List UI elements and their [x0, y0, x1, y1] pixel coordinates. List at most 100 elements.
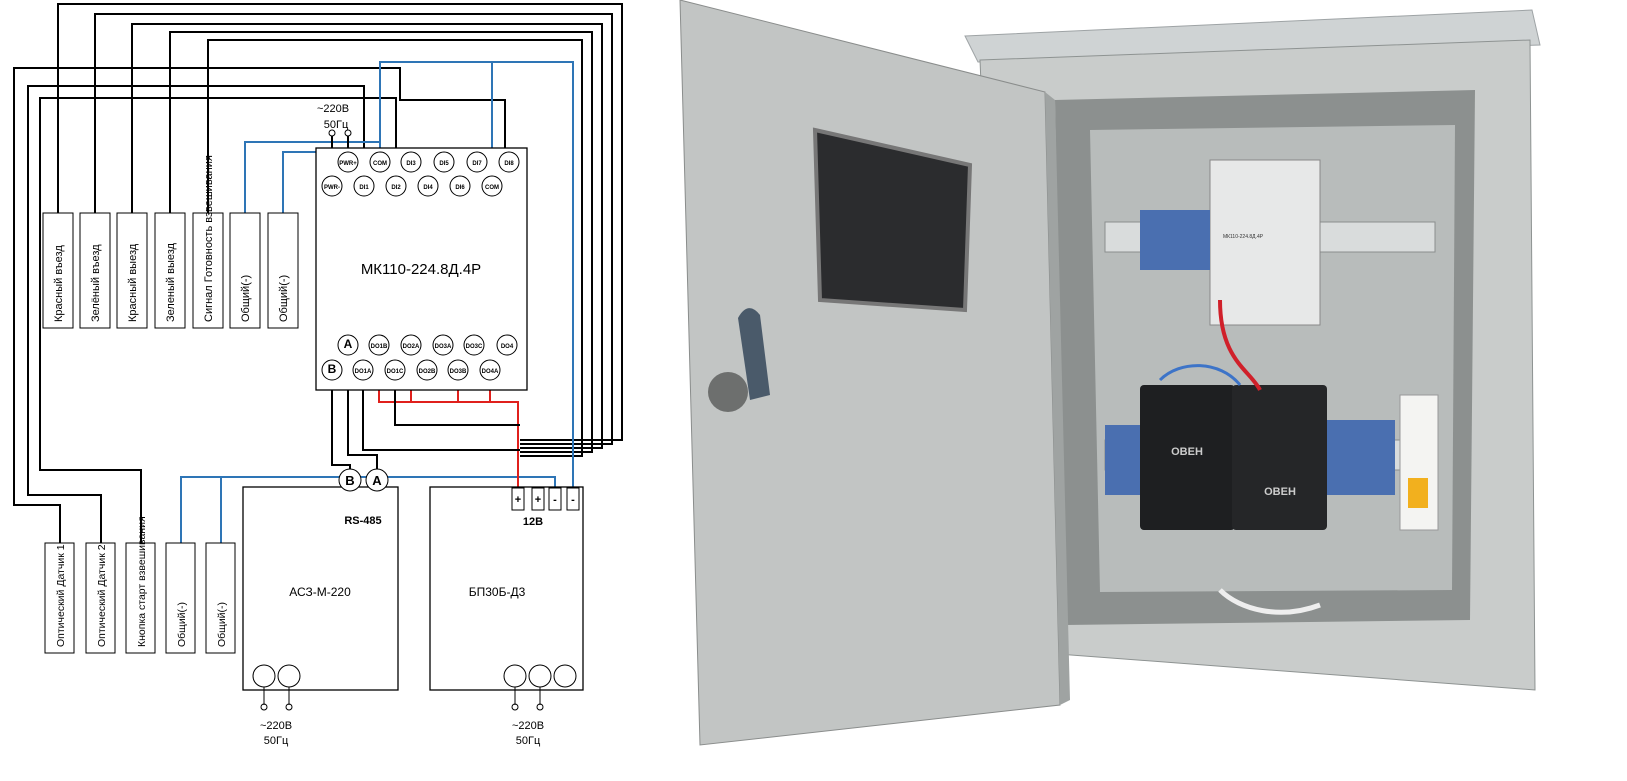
psu-terminals: ++--: [511, 487, 580, 511]
module-do-upper-terminal: [337, 334, 359, 356]
signal-wire: [57, 3, 623, 441]
module-name: МК110-224.8Д.4Р: [361, 261, 481, 278]
breaker-toggle: [1408, 478, 1428, 508]
psu-power-terminal: [503, 664, 527, 688]
door-lock: [708, 372, 748, 412]
signal-box-label: Оптический Датчик 2: [96, 544, 108, 647]
psu-power-terminal: [553, 664, 577, 688]
signal-box-label: Общий(-): [216, 602, 228, 647]
signal-box: [44, 542, 75, 654]
module-do-upper-terminal: [496, 334, 518, 356]
module-top-terminal: [433, 151, 455, 173]
psu-terminal-label: +: [535, 494, 541, 506]
module-do-upper-terminal-label: DO3C: [466, 344, 483, 350]
module-bottom-terminal: [481, 175, 503, 197]
rs485-wire: [331, 380, 351, 469]
sensor-wire: [13, 67, 506, 543]
converter-terminal-b: [338, 468, 362, 492]
signal-box: [42, 212, 74, 329]
converter-box: [242, 486, 399, 691]
signal-box: [79, 212, 111, 329]
signal-box: [85, 542, 116, 654]
converter-power-terminal: [277, 664, 301, 688]
module-do-lower-terminal-label: B: [328, 362, 337, 376]
do-wire: [394, 380, 520, 426]
signal-box-label: Зелёный въезд: [90, 244, 102, 322]
signal-box-label: Сигнал Готовность взвешивания: [203, 155, 215, 322]
signal-box: [154, 212, 186, 329]
bottom-signal-boxes: Оптический Датчик 1 Оптический Датчик 2 Кн…: [44, 516, 236, 654]
converter-power-freq: 50Гц: [264, 735, 289, 747]
psu-box: [429, 486, 584, 691]
rs485-label: RS-485: [344, 515, 381, 527]
module-do-upper-terminal-label: DO3A: [435, 344, 452, 350]
module-do-upper-terminal: [400, 334, 422, 356]
module-do-upper-terminal-label: DO4: [501, 344, 514, 350]
power-screw: [328, 129, 336, 137]
power-screw: [344, 129, 352, 137]
converter-terminal-a-label: A: [372, 473, 382, 488]
module-bottom-terminal: [353, 175, 375, 197]
module-bottom-terminal: [385, 175, 407, 197]
module-bottom-terminal-label: DI2: [391, 185, 401, 191]
asz-converter-photo: [1140, 385, 1235, 530]
module-top-terminal: [466, 151, 488, 173]
module-bottom-terminal-label: DI1: [359, 185, 369, 191]
module-do-upper-terminal: [368, 334, 390, 356]
signal-box-label: Зеленый выезд: [165, 242, 177, 322]
psu-terminal: [511, 487, 525, 511]
psu-power-label: ~220В: [512, 720, 544, 732]
converter-terminal-a: [365, 468, 389, 492]
module-do-lower-terminal: [352, 359, 374, 381]
psu-power-terminal: [528, 664, 552, 688]
psu-terminal-label: +: [515, 494, 521, 506]
signal-box: [205, 542, 236, 654]
common-wire: [492, 61, 574, 488]
button-wire: [39, 97, 397, 543]
circuit-breaker: [1399, 394, 1439, 531]
module-top-terminal: [369, 151, 391, 173]
signal-box-label: Красный выезд: [127, 243, 139, 322]
mk110-module-photo: [1209, 159, 1321, 326]
signal-box-label: Оптический Датчик 1: [55, 544, 67, 647]
module-do-lower-terminal-label: DO3B: [450, 369, 467, 375]
signal-box-label: Общий(-): [176, 602, 188, 647]
terminal-block: [1325, 420, 1395, 495]
module-power-label: ~220В: [317, 103, 349, 115]
brand-logo: ОВЕН: [1171, 446, 1203, 458]
module-top-terminal: [400, 151, 422, 173]
module-top-terminal-label: DI5: [439, 161, 449, 167]
psu-terminal: [531, 487, 545, 511]
module-do-lower-terminal: [447, 359, 469, 381]
module-top-terminal-label: DI7: [472, 161, 482, 167]
cabinet-door: [679, 0, 1061, 746]
module-do-lower-terminal: [479, 359, 501, 381]
module-do-upper-terminal: [463, 334, 485, 356]
signal-box-label: Кнопка старт взвешивания: [136, 516, 148, 647]
sensor-wire: [27, 85, 365, 543]
module-bottom-terminal-label: PWR-: [324, 185, 340, 191]
psu-terminal-label: -: [571, 494, 575, 506]
psu-photo: [1232, 385, 1327, 530]
module-do-lower-terminal: [321, 359, 343, 381]
common-wire: [379, 61, 493, 176]
psu-power-freq: 50Гц: [516, 735, 541, 747]
cabinet-photo: МК110-224.8Д.4Р ОВЕН ОВЕН: [679, 0, 1541, 746]
psu-voltage-label: 12В: [523, 516, 543, 528]
converter-power-terminal: [252, 664, 276, 688]
converter-name: АСЗ-М-220: [289, 585, 351, 599]
module-do-upper-terminal-label: A: [344, 337, 353, 351]
psu-name: БП30Б-Д3: [469, 585, 526, 599]
converter-terminal-b-label: B: [345, 473, 354, 488]
module-do-lower-terminal: [416, 359, 438, 381]
terminal-block: [1140, 210, 1210, 270]
door-window: [812, 127, 973, 313]
module-bottom-terminal-label: DI6: [455, 185, 465, 191]
signal-wire: [169, 31, 593, 453]
module-do-lower-terminal-label: DO1A: [355, 369, 372, 375]
psu-terminal-label: -: [553, 494, 557, 506]
module-bottom-terminal: [417, 175, 439, 197]
signal-box: [165, 542, 196, 654]
